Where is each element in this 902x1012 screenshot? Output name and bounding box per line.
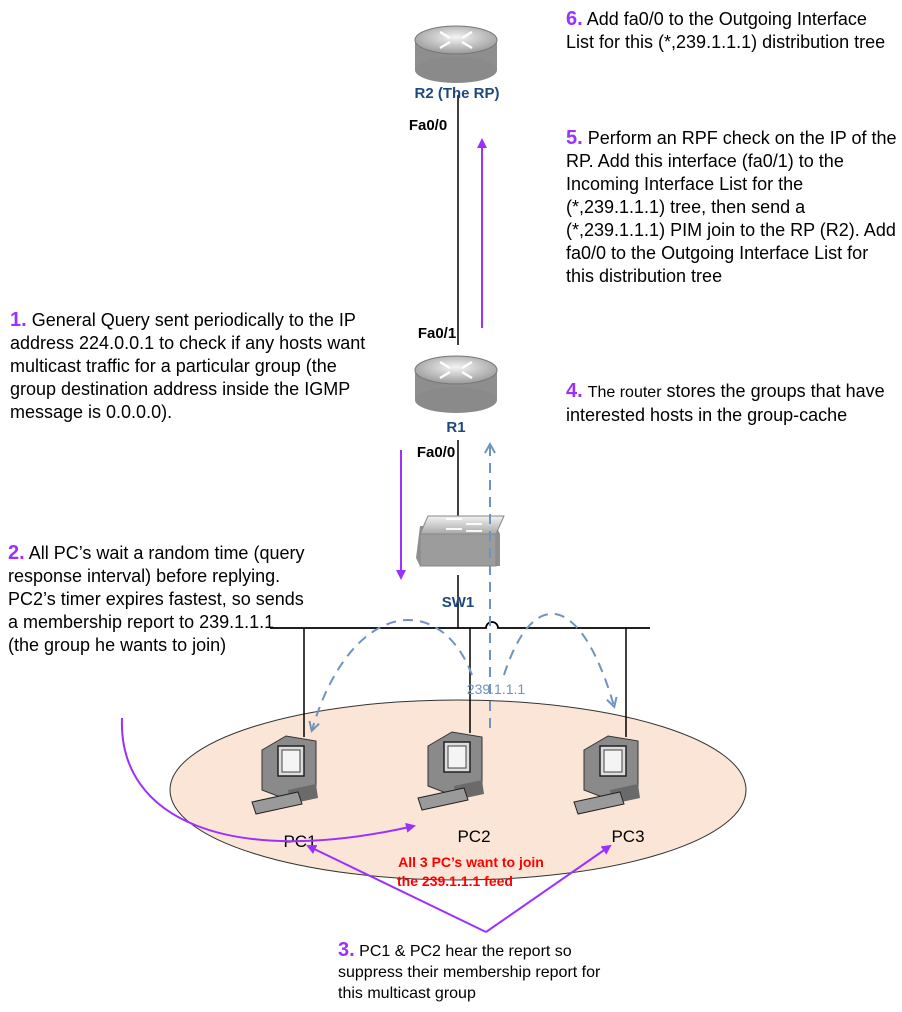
group-note-line1: All 3 PC’s want to join	[398, 854, 544, 870]
sw1-label: SW1	[442, 594, 475, 611]
report-group-label: 239.1.1.1	[467, 681, 526, 697]
step6-text: 6. Add fa0/0 to the Outgoing Interface L…	[566, 8, 896, 54]
step3-text: 3. PC1 & PC2 hear the report so suppress…	[338, 940, 618, 1004]
step1-number: 1.	[10, 309, 27, 331]
step5-text: 5. Perform an RPF check on the IP of the…	[566, 127, 900, 288]
r1-label: R1	[446, 419, 465, 436]
step4-body-small: The router	[587, 384, 662, 401]
pc2-icon	[417, 731, 484, 811]
report-arrow-to-pc1	[312, 619, 473, 730]
group-note-line2: the 239.1.1.1 feed	[397, 873, 513, 889]
r1-port-up-label: Fa0/1	[418, 325, 456, 342]
step4-number: 4.	[566, 380, 583, 402]
step3-body: PC1 & PC2 hear the report so suppress th…	[338, 943, 601, 1002]
r2-port-label: Fa0/0	[409, 117, 447, 134]
step3-number: 3.	[338, 939, 355, 961]
step6-body: Add fa0/0 to the Outgoing Interface List…	[566, 9, 886, 52]
step2-number: 2.	[8, 542, 25, 564]
report-arrow-to-pc3	[503, 612, 614, 706]
step4-body: stores the groups that have interested h…	[566, 381, 885, 425]
router-r2-icon	[414, 25, 498, 83]
router-r1-icon	[414, 355, 498, 413]
pc2-label: PC2	[457, 827, 490, 846]
step1-text: 1. General Query sent periodically to th…	[10, 309, 380, 424]
step5-body: Perform an RPF check on the IP of the RP…	[566, 128, 897, 286]
r2-label: R2 (The RP)	[414, 85, 499, 102]
pc1-icon	[251, 735, 318, 815]
pc3-icon	[573, 735, 640, 815]
step2-pointer-arrow	[120, 717, 416, 843]
step6-number: 6.	[566, 8, 583, 30]
step1-body: General Query sent periodically to the I…	[10, 310, 366, 422]
step3-arrow-to-pc3	[485, 844, 612, 933]
step4-text: 4. The router stores the groups that hav…	[566, 380, 896, 427]
pc3-label: PC3	[611, 827, 644, 846]
lan-bus	[270, 621, 650, 629]
step2-text: 2. All PC’s wait a random time (query re…	[8, 542, 308, 657]
step5-number: 5.	[566, 127, 583, 149]
step3-arrow-to-pc1	[306, 844, 487, 933]
step2-body: All PC’s wait a random time (query respo…	[8, 543, 305, 655]
r1-port-down-label: Fa0/0	[417, 444, 455, 461]
switch-sw1-icon	[416, 515, 505, 567]
